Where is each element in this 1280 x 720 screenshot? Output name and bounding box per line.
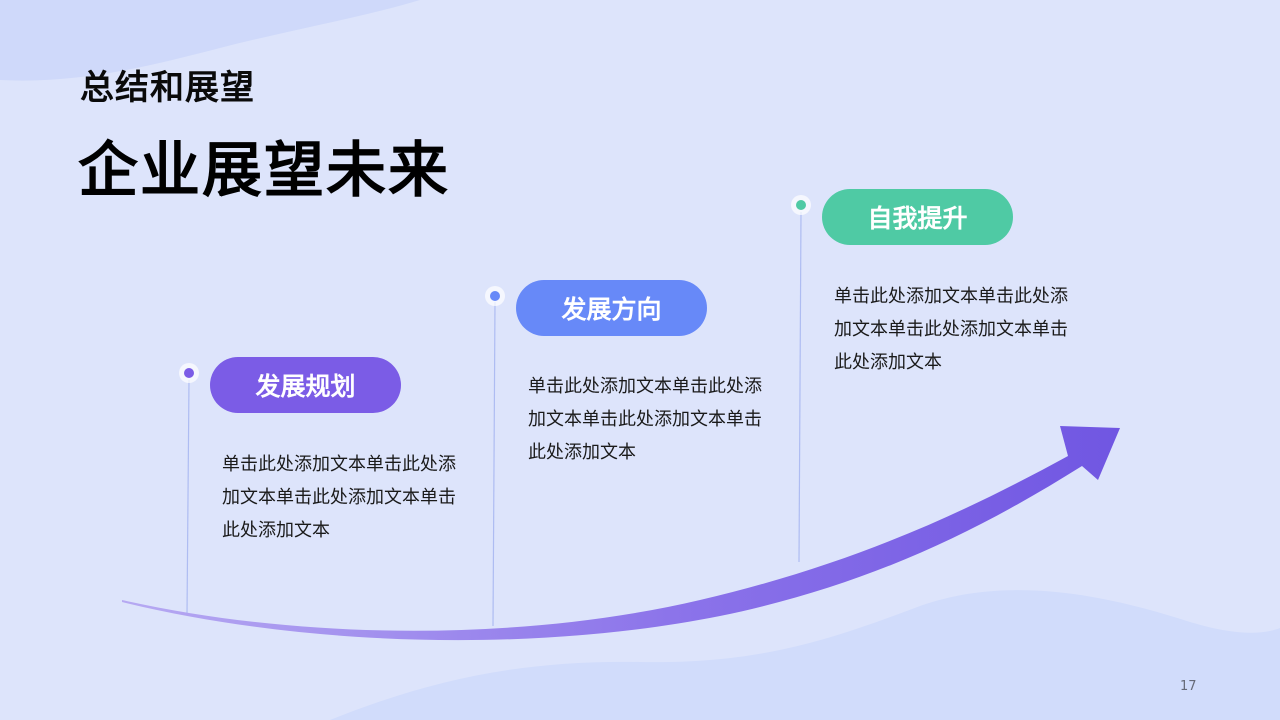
step-label-2: 发展方向 <box>561 295 662 324</box>
step-pill-3: 自我提升 <box>822 189 1013 245</box>
step-pill-1: 发展规划 <box>210 357 401 413</box>
page-number: 17 <box>1180 679 1197 694</box>
dot-1 <box>179 363 199 383</box>
section-subtitle: 总结和展望 <box>80 68 255 108</box>
dot-2 <box>485 286 505 306</box>
step-label-3: 自我提升 <box>867 204 968 233</box>
decor-blob-top-left <box>0 0 420 81</box>
step-label-1: 发展规划 <box>255 372 356 401</box>
growth-arrow-icon <box>122 426 1120 641</box>
connector-line-3 <box>798 211 802 563</box>
step-text-3: 单击此处添加文本单击此处添加文本单击此处添加文本单击此处添加文本 <box>834 286 1068 373</box>
step-pill-2: 发展方向 <box>516 280 707 336</box>
page-title: 企业展望未来 <box>78 136 450 206</box>
step-text-2: 单击此处添加文本单击此处添加文本单击此处添加文本单击此处添加文本 <box>528 376 762 463</box>
step-text-1: 单击此处添加文本单击此处添加文本单击此处添加文本单击此处添加文本 <box>222 454 456 541</box>
decor-wave-bottom <box>330 590 1280 720</box>
connector-line-1 <box>186 379 190 615</box>
connector-line-2 <box>492 301 496 627</box>
dot-3 <box>791 195 811 215</box>
